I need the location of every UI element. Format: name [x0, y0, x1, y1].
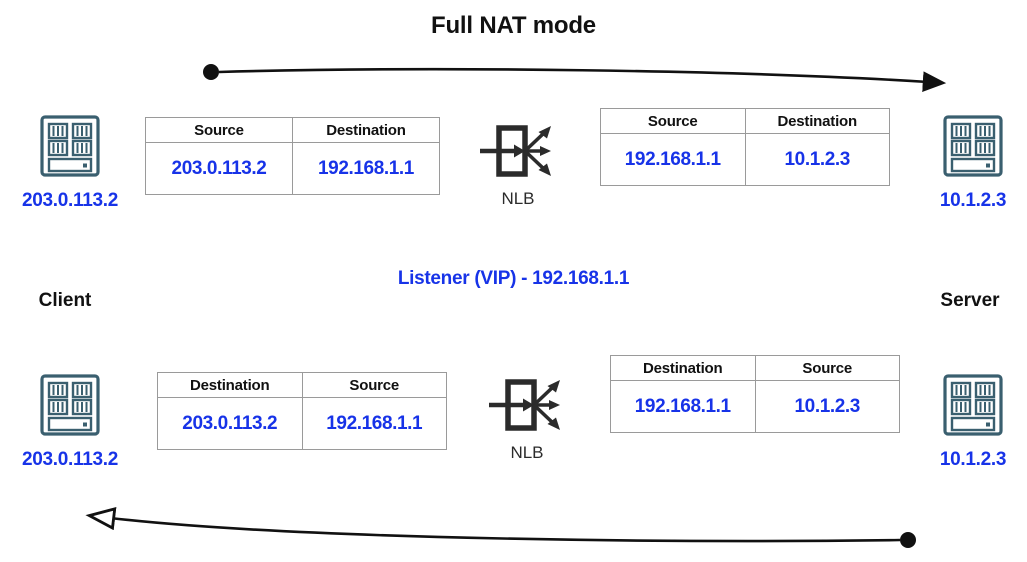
endpoint-ip-label: 10.1.2.3 [939, 449, 1007, 470]
table-cell: 203.0.113.2 [145, 142, 293, 195]
page-title: Full NAT mode [431, 12, 596, 39]
endpoint-server-top: 10.1.2.3 [908, 113, 1027, 212]
column-header: Source [145, 117, 293, 143]
column-header: Source [754, 355, 900, 381]
table-cell: 203.0.113.2 [157, 397, 303, 450]
nlb-node-top: NLB [458, 122, 578, 209]
table-header-row: Destination Source [610, 355, 900, 381]
server-side-label: Server [940, 290, 1000, 311]
nlb-node-bottom: NLB [467, 376, 587, 463]
response-arrow-start-dot [900, 532, 916, 548]
table-header-row: Source Destination [600, 108, 890, 134]
endpoint-ip-label: 203.0.113.2 [21, 190, 119, 211]
endpoint-ip-label: 203.0.113.2 [21, 449, 119, 470]
column-header: Destination [744, 108, 890, 134]
table-cell: 192.168.1.1 [600, 133, 746, 186]
endpoint-ip-label: 10.1.2.3 [939, 190, 1007, 211]
nlb-load-balancer-icon [487, 376, 567, 436]
table-row: 192.168.1.1 10.1.2.3 [600, 133, 890, 186]
listener-vip-label: Listener (VIP) - 192.168.1.1 [397, 268, 630, 289]
table-row: 203.0.113.2 192.168.1.1 [145, 142, 440, 195]
table-row: 203.0.113.2 192.168.1.1 [157, 397, 447, 450]
column-header: Destination [292, 117, 440, 143]
nlb-load-balancer-icon [478, 122, 558, 182]
nat-table-bottom-right: Destination Source 192.168.1.1 10.1.2.3 [610, 355, 900, 433]
server-to-client-arrow [85, 506, 916, 548]
table-row: 192.168.1.1 10.1.2.3 [610, 380, 900, 433]
column-header: Destination [157, 372, 303, 398]
request-arrow-line [218, 67, 947, 93]
table-cell: 192.168.1.1 [610, 380, 756, 433]
table-cell: 10.1.2.3 [744, 133, 890, 186]
column-header: Source [301, 372, 447, 398]
column-header: Destination [610, 355, 756, 381]
endpoint-client-bottom: 203.0.113.2 [5, 372, 135, 471]
nat-table-top-right: Source Destination 192.168.1.1 10.1.2.3 [600, 108, 890, 186]
endpoint-client-top: 203.0.113.2 [5, 113, 135, 212]
server-rack-icon [38, 372, 102, 438]
table-header-row: Source Destination [145, 117, 440, 143]
server-rack-icon [38, 113, 102, 179]
client-side-label: Client [38, 290, 92, 311]
nat-table-bottom-left: Destination Source 203.0.113.2 192.168.1… [157, 372, 447, 450]
table-header-row: Destination Source [157, 372, 447, 398]
column-header: Source [600, 108, 746, 134]
nat-table-top-left: Source Destination 203.0.113.2 192.168.1… [145, 117, 440, 195]
client-to-server-arrow [203, 64, 947, 93]
endpoint-server-bottom: 10.1.2.3 [908, 372, 1027, 471]
server-rack-icon [941, 113, 1005, 179]
request-arrow-start-dot [203, 64, 219, 80]
nlb-label: NLB [510, 443, 544, 462]
table-cell: 192.168.1.1 [301, 397, 447, 450]
table-cell: 192.168.1.1 [292, 142, 440, 195]
response-arrow-line [85, 506, 901, 543]
nlb-label: NLB [501, 189, 535, 208]
table-cell: 10.1.2.3 [754, 380, 900, 433]
server-rack-icon [941, 372, 1005, 438]
